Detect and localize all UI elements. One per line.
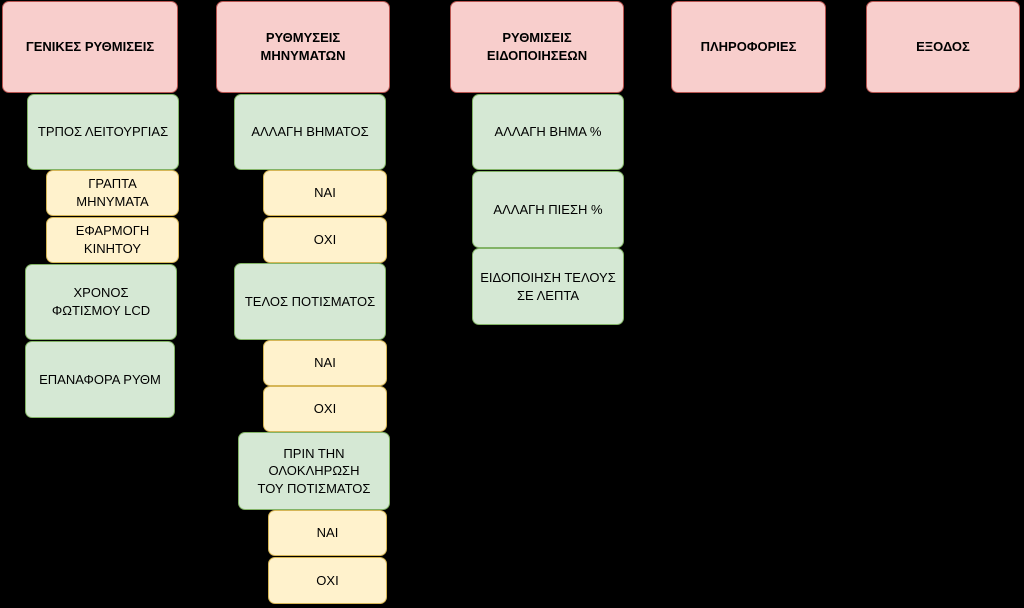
setting-step-change-percent: ΑΛΛΑΓΗ ΒΗΜΑ % xyxy=(472,94,624,170)
option-no: ΟΧΙ xyxy=(268,557,387,604)
option-no: ΟΧΙ xyxy=(263,386,387,432)
option-yes: ΝΑΙ xyxy=(263,340,387,386)
setting-step-change: ΑΛΛΑΓΗ ΒΗΜΑΤΟΣ xyxy=(234,94,386,170)
setting-pressure-change-percent: ΑΛΛΑΓΗ ΠΙΕΣΗ % xyxy=(472,171,624,248)
option-mobile-app: ΕΦΑΡΜΟΓΗ ΚΙΝΗΤΟΥ xyxy=(46,217,179,263)
menu-information: ΠΛΗΡΟΦΟΡΙΕΣ xyxy=(671,1,826,93)
menu-notification-settings: ΡΥΘΜΙΣΕΙΣ ΕΙΔΟΠΟΙΗΣΕΩΝ xyxy=(450,1,624,93)
menu-general-settings: ΓΕΝΙΚΕΣ ΡΥΘΜΙΣΕΙΣ xyxy=(2,1,178,93)
menu-message-settings: ΡΥΘΜΥΣΕΙΣ ΜΗΝΥΜΑΤΩΝ xyxy=(216,1,390,93)
setting-lcd-backlight-time: ΧΡΟΝΟΣ ΦΩΤΙΣΜΟΥ LCD xyxy=(25,264,177,340)
menu-exit: ΕΞΟΔΟΣ xyxy=(866,1,1020,93)
option-yes: ΝΑΙ xyxy=(263,170,387,216)
setting-watering-end: ΤΕΛΟΣ ΠΟΤΙΣΜΑΤΟΣ xyxy=(234,263,386,340)
option-yes: ΝΑΙ xyxy=(268,510,387,556)
setting-end-notification-minutes: ΕΙΔΟΠΟΙΗΣΗ ΤΕΛΟΥΣ ΣΕ ΛΕΠΤΑ xyxy=(472,248,624,325)
option-written-messages: ΓΡΑΠΤΑ ΜΗΝΥΜΑΤΑ xyxy=(46,170,179,216)
setting-before-watering-completion: ΠΡΙΝ ΤΗΝ ΟΛΟΚΛΗΡΩΣΗ ΤΟΥ ΠΟΤΙΣΜΑΤΟΣ xyxy=(238,432,390,510)
setting-operation-mode: ΤΡΠΟΣ ΛΕΙΤΟΥΡΓΙΑΣ xyxy=(27,94,179,170)
option-no: ΟΧΙ xyxy=(263,217,387,263)
setting-reset: ΕΠΑΝΑΦΟΡΑ ΡΥΘΜ xyxy=(25,341,175,418)
